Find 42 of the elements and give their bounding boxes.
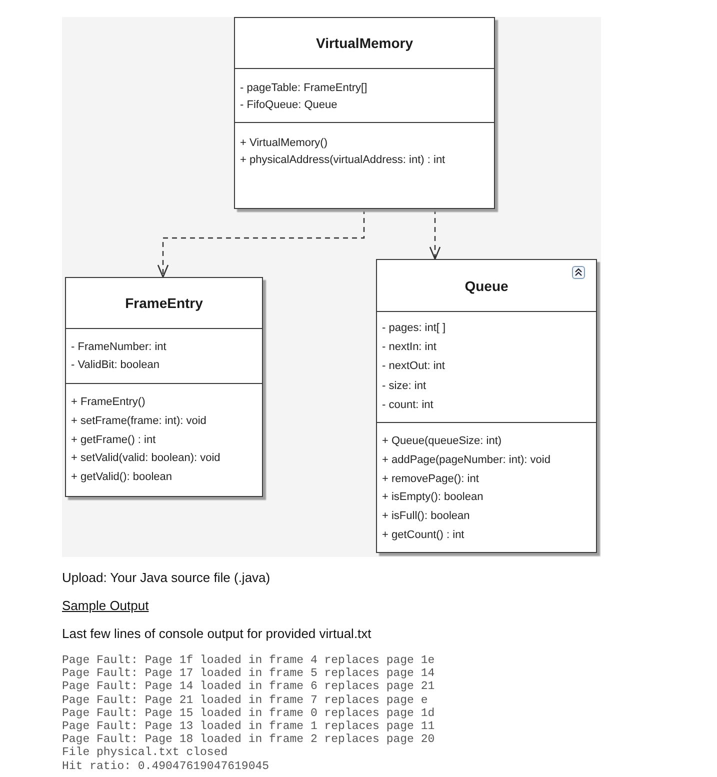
operation-text: + getCount() : int bbox=[382, 528, 464, 542]
operation-text: + getValid(): boolean bbox=[71, 470, 172, 484]
attribute-text: - count: int bbox=[382, 398, 434, 412]
attribute-text: - pageTable: FrameEntry[] bbox=[240, 81, 368, 95]
operation-text: + Queue(queueSize: int) bbox=[382, 434, 502, 448]
attribute-text: - FifoQueue: Queue bbox=[240, 98, 338, 112]
description-text: Last few lines of console output for provided virtual.txt bbox=[62, 626, 372, 642]
attribute-text: - size: int bbox=[382, 378, 426, 393]
section-heading: Sample Output bbox=[62, 598, 149, 614]
attribute-text: - ValidBit: boolean bbox=[71, 358, 160, 372]
console-output-line: Page Fault: Page 13 loaded in frame 1 replaces page 11 bbox=[62, 720, 435, 733]
operation-text: + isEmpty(): boolean bbox=[382, 490, 484, 504]
operation-text: + isFull(): boolean bbox=[382, 509, 470, 524]
console-output-line: Page Fault: Page 15 loaded in frame 0 replaces page 1d bbox=[62, 706, 435, 720]
console-output-line: Page Fault: Page 14 loaded in frame 6 replaces page 21 bbox=[62, 680, 435, 694]
class-name: FrameEntry bbox=[125, 295, 203, 311]
console-output-line: File physical.txt closed bbox=[62, 746, 228, 760]
operation-text: + removePage(): int bbox=[382, 472, 479, 486]
operation-text: + setValid(valid: boolean): void bbox=[71, 451, 220, 466]
operation-text: + getFrame() : int bbox=[71, 432, 156, 446]
uml-class-box bbox=[65, 277, 263, 497]
class-name: VirtualMemory bbox=[316, 35, 413, 51]
console-output-line: Page Fault: Page 17 loaded in frame 5 replaces page 14 bbox=[62, 667, 435, 680]
uml-class-box bbox=[234, 17, 495, 209]
operation-text: + FrameEntry() bbox=[71, 395, 146, 409]
uml-class-box bbox=[376, 259, 597, 553]
operation-text: + setFrame(frame: int): void bbox=[71, 414, 206, 428]
console-output-line: Hit ratio: 0.49047619047619045 bbox=[62, 760, 270, 773]
class-name: Queue bbox=[464, 278, 508, 294]
console-output-line: Page Fault: Page 1f loaded in frame 4 replaces page 1e bbox=[62, 654, 435, 667]
operation-text: + addPage(pageNumber: int): void bbox=[382, 452, 550, 467]
console-output-line: Page Fault: Page 18 loaded in frame 2 replaces page 20 bbox=[62, 733, 435, 746]
operation-text: + VirtualMemory() bbox=[240, 136, 328, 150]
attribute-text: - FrameNumber: int bbox=[71, 340, 166, 354]
dependency-arrow bbox=[157, 209, 365, 278]
attribute-text: - nextIn: int bbox=[382, 340, 436, 354]
instruction-text: Upload: Your Java source file (.java) bbox=[62, 570, 270, 586]
dependency-arrow bbox=[429, 209, 441, 260]
attribute-text: - pages: int[ ] bbox=[382, 321, 446, 335]
console-output-line: Page Fault: Page 21 loaded in frame 7 replaces page e bbox=[62, 694, 428, 707]
operation-text: + physicalAddress(virtualAddress: int) : int bbox=[240, 153, 446, 167]
attribute-text: - nextOut: int bbox=[382, 359, 445, 374]
